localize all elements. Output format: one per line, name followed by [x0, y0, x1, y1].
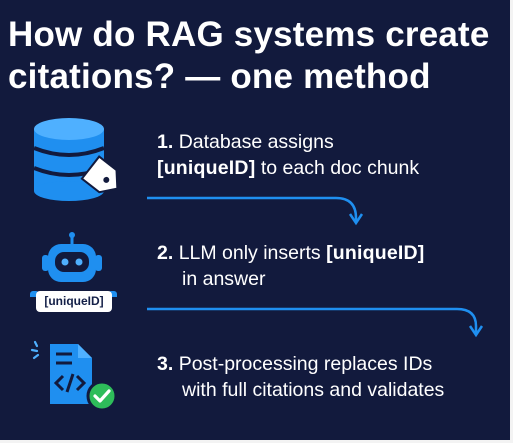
- connector-arrow-1: [147, 196, 364, 226]
- unique-id-badge: [uniqueID]: [36, 291, 112, 312]
- connector-arrow-2: [147, 307, 484, 338]
- step-1-line-1: Database assigns: [178, 131, 334, 153]
- step-1-line-2: to each doc chunk: [255, 157, 420, 179]
- database-icon: [33, 118, 119, 201]
- title-line-1: How do RAG systems create: [8, 15, 490, 54]
- step-2-number: 2.: [157, 242, 174, 264]
- step-2-code: [uniqueID]: [326, 242, 425, 264]
- step-2-text: 2. LLM only inserts [uniqueID] in answer: [157, 240, 425, 292]
- step-2-line-1: LLM only inserts: [178, 242, 327, 264]
- code-file-icon: [30, 340, 118, 412]
- title-line-2: citations? — one method: [8, 57, 431, 96]
- step-3-number: 3.: [157, 353, 174, 375]
- step-3-text: 3. Post-processing replaces IDs with ful…: [157, 351, 444, 403]
- checkmark-icon: [86, 380, 118, 412]
- step-1-number: 1.: [157, 131, 174, 153]
- page-title: How do RAG systems create citations? — o…: [8, 14, 504, 98]
- robot-icon: [30, 232, 117, 297]
- step-3-line-1: Post-processing replaces IDs: [178, 353, 433, 375]
- step-1-code: [uniqueID]: [157, 157, 256, 179]
- flow-connectors: [147, 196, 484, 338]
- step-2-line-2: in answer: [182, 268, 266, 290]
- step-3-line-2: with full citations and validates: [182, 379, 445, 401]
- tag-icon: [80, 155, 119, 194]
- step-1-text: 1. Database assigns [uniqueID] to each d…: [157, 129, 419, 181]
